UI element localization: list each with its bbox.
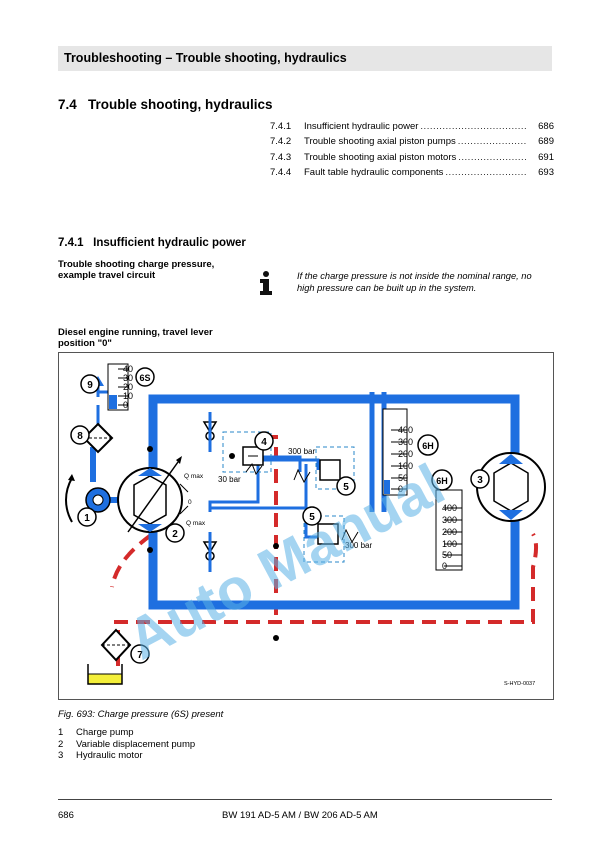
callout-6h: 6H bbox=[422, 441, 434, 451]
callout-4: 4 bbox=[261, 437, 267, 448]
toc-number: 7.4.2 bbox=[270, 136, 292, 148]
table-of-contents: 7.4.1 Insufficient hydraulic power .....… bbox=[270, 121, 554, 182]
legend-item: 3 Hydraulic motor bbox=[58, 750, 195, 762]
legend-number: 1 bbox=[58, 727, 64, 738]
gauge-6h-tick: 50 bbox=[398, 473, 408, 483]
gauge-6s: 40 30 20 10 0 6S bbox=[107, 363, 155, 411]
gauge-6h-tick: 50 bbox=[442, 550, 452, 560]
callout-7: 7 bbox=[137, 650, 143, 661]
toc-page: 689 bbox=[538, 136, 554, 148]
legend-item: 2 Variable displacement pump bbox=[58, 739, 195, 751]
gauge-6h-tick: 400 bbox=[442, 503, 457, 513]
subsection-title: 7.4.1 Insufficient hydraulic power bbox=[58, 237, 246, 249]
callout-6h: 6H bbox=[436, 476, 448, 486]
label-30-bar: 30 bar bbox=[218, 475, 241, 484]
legend-number: 2 bbox=[58, 738, 64, 750]
toc-leader: ........................................… bbox=[457, 136, 526, 148]
header-bar bbox=[58, 46, 552, 71]
gauge-6s-tick: 0 bbox=[123, 400, 128, 410]
legend-text: Charge pump bbox=[76, 727, 134, 738]
label-300-bar-bottom: 300 bar bbox=[345, 541, 372, 550]
callout-5: 5 bbox=[309, 512, 315, 523]
high-pressure-relief-valve-upper: 5 300 bar bbox=[288, 446, 356, 496]
footer-divider bbox=[58, 799, 552, 800]
callout-9-circle bbox=[80, 374, 100, 394]
gauge-6h-tick: 0 bbox=[398, 484, 403, 494]
toc-title: Insufficient hydraulic power bbox=[304, 121, 419, 132]
callout-5: 5 bbox=[343, 482, 349, 493]
toc-page: 686 bbox=[538, 121, 554, 132]
gauge-6h-tick: 200 bbox=[442, 527, 457, 537]
charge-test-label: Trouble shooting charge pressure, exampl… bbox=[58, 259, 215, 281]
gauge-6h-tick: 100 bbox=[398, 461, 413, 471]
footer-page-number: 686 bbox=[58, 810, 74, 821]
gauge-6h-tick: 100 bbox=[442, 539, 457, 549]
filter: 8 bbox=[70, 422, 114, 454]
toc-page: 693 bbox=[538, 166, 554, 178]
label-zero: 0 bbox=[188, 499, 192, 506]
variable-displacement-pump: 2 Q max 0 Q max bbox=[117, 456, 206, 543]
hydraulic-circuit-diagram: 40 30 20 10 0 6S 400 300 200 100 50 0 6H… bbox=[58, 352, 554, 700]
subsection-title-text: Insufficient hydraulic power bbox=[93, 237, 246, 249]
toc-entry[interactable]: 7.4.2 Trouble shooting axial piston pump… bbox=[270, 136, 554, 151]
charge-relief-valve: 4 30 bar bbox=[218, 431, 274, 484]
note-text: If the charge pressure is not inside the… bbox=[297, 271, 532, 293]
gauge-6h-tick: 300 bbox=[398, 437, 413, 447]
toc-leader: ........................................… bbox=[458, 151, 526, 163]
toc-title: Trouble shooting axial piston motors bbox=[304, 151, 457, 163]
section-title: 7.4 Trouble shooting, hydraulics bbox=[58, 97, 273, 112]
legend-number: 3 bbox=[58, 750, 64, 761]
info-icon bbox=[260, 271, 272, 295]
label-qmax-top: Q max bbox=[184, 473, 204, 480]
toc-entry[interactable]: 7.4.3 Trouble shooting axial piston moto… bbox=[270, 152, 554, 167]
callout-1: 1 bbox=[84, 513, 90, 524]
callout-6s: 6S bbox=[139, 373, 150, 383]
toc-number: 7.4.4 bbox=[270, 166, 292, 178]
gauge-6h-tick: 300 bbox=[442, 515, 457, 525]
footer-model: BW 191 AD-5 AM / BW 206 AD-5 AM bbox=[222, 810, 378, 821]
legend-list: 1 Charge pump 2 Variable displacement pu… bbox=[58, 727, 195, 762]
callout-8: 8 bbox=[77, 431, 83, 442]
toc-number: 7.4.1 bbox=[270, 121, 292, 132]
toc-number: 7.4.3 bbox=[270, 151, 292, 163]
toc-title: Fault table hydraulic components bbox=[304, 166, 444, 178]
gauge-6h-tick: 400 bbox=[398, 425, 413, 435]
legend-text: Hydraulic motor bbox=[76, 750, 143, 761]
check-valves bbox=[202, 412, 218, 572]
callout-2: 2 bbox=[172, 529, 178, 540]
legend-text: Variable displacement pump bbox=[76, 738, 196, 750]
toc-title: Trouble shooting axial piston pumps bbox=[304, 136, 456, 148]
subsection-number: 7.4.1 bbox=[58, 237, 84, 249]
figure-caption: Fig. 693: Charge pressure (6S) present bbox=[58, 709, 224, 720]
legend-item: 1 Charge pump bbox=[58, 727, 195, 739]
diagram-code: S-HYD-0037 bbox=[504, 681, 535, 687]
callout-9: 9 bbox=[87, 380, 93, 391]
toc-page: 691 bbox=[538, 151, 554, 163]
header-title: Troubleshooting – Trouble shooting, hydr… bbox=[64, 51, 347, 65]
gauge-6s-tick: 40 bbox=[123, 364, 133, 374]
label-300-bar-top: 300 bar bbox=[288, 447, 315, 456]
hydraulic-motor: 3 bbox=[470, 452, 546, 522]
gauge-6h-tick: 0 bbox=[442, 561, 447, 571]
toc-leader: ........................................… bbox=[445, 166, 526, 178]
gauge-6h-upper: 400 300 200 100 50 0 6H bbox=[382, 408, 439, 496]
gauge-6s-tick: 10 bbox=[123, 391, 133, 401]
callout-3: 3 bbox=[477, 475, 483, 486]
gauge-6s-tick: 30 bbox=[123, 373, 133, 383]
gauge-6h-lower: 400 300 200 100 50 0 6H bbox=[431, 469, 463, 571]
return-filter-and-tank: 7 bbox=[87, 628, 150, 685]
toc-leader: ........................................… bbox=[420, 121, 526, 132]
high-pressure-relief-valve-lower: 5 300 bar bbox=[302, 506, 372, 563]
toc-entry[interactable]: 7.4.1 Insufficient hydraulic power .....… bbox=[270, 121, 554, 136]
section-number: 7.4 bbox=[58, 97, 77, 112]
section-title-text: Trouble shooting, hydraulics bbox=[88, 97, 273, 112]
engine-state-label: Diesel engine running, travel lever posi… bbox=[58, 327, 213, 349]
toc-entry[interactable]: 7.4.4 Fault table hydraulic components .… bbox=[270, 167, 554, 182]
gauge-6s-tick: 20 bbox=[123, 382, 133, 392]
gauge-6h-tick: 200 bbox=[398, 449, 413, 459]
label-qmax-bottom: Q max bbox=[186, 520, 206, 527]
charge-pump: 1 bbox=[65, 474, 111, 527]
